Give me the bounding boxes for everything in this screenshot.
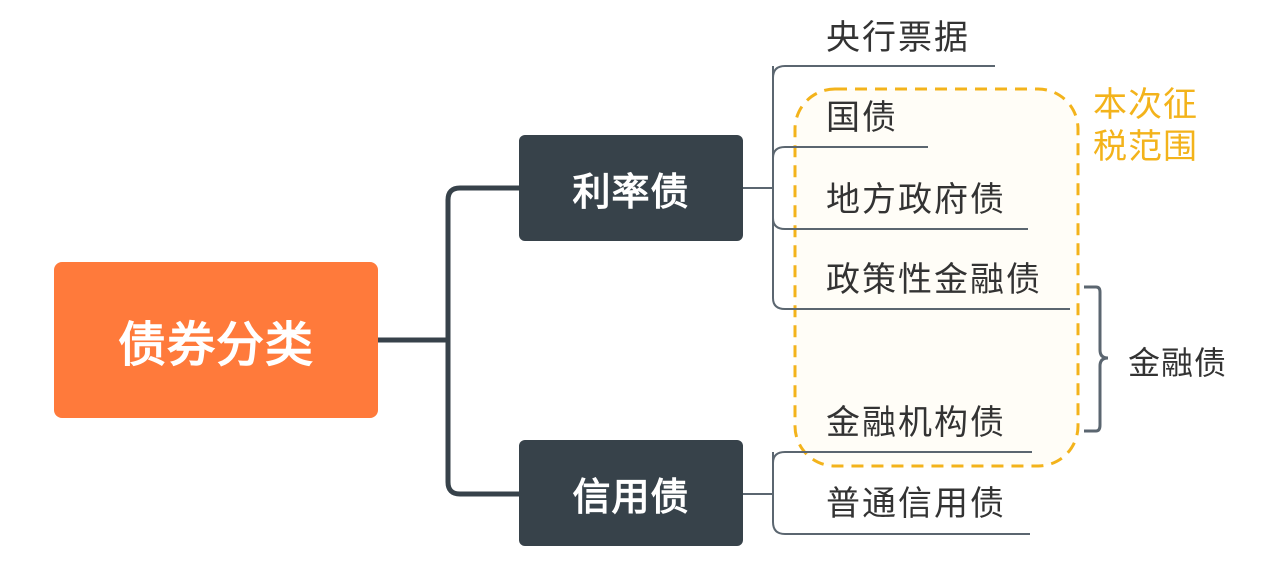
rate-bonds-sub-bracket: [772, 146, 1028, 230]
leaf-central-bank-bills: 央行票据: [826, 18, 970, 58]
financial-bonds-label: 金融债: [1128, 344, 1228, 382]
tax-scope-note-line2: 税范围: [1093, 127, 1198, 167]
leaf-financial-institution-bonds: 金融机构债: [826, 403, 1006, 443]
root-node-bond-classification: 债券分类: [54, 262, 378, 418]
leaf-local-gov-bonds: 地方政府债: [826, 180, 1006, 220]
branch-credit-bonds: 信用债: [519, 440, 743, 546]
credit-bonds-bracket: [743, 451, 1030, 535]
financial-bonds-brace: [1084, 285, 1109, 433]
tax-scope-note-line1: 本次征: [1093, 85, 1198, 125]
tax-scope-region: [793, 87, 1080, 468]
leaf-treasury-bonds: 国债: [826, 98, 898, 138]
root-connector: [375, 185, 522, 497]
rate-bonds-bracket: [743, 65, 1070, 310]
branch-rate-bonds: 利率债: [519, 135, 743, 241]
leaf-policy-financial-bonds: 政策性金融债: [826, 260, 1042, 300]
leaf-ordinary-credit-bonds: 普通信用债: [826, 484, 1006, 524]
